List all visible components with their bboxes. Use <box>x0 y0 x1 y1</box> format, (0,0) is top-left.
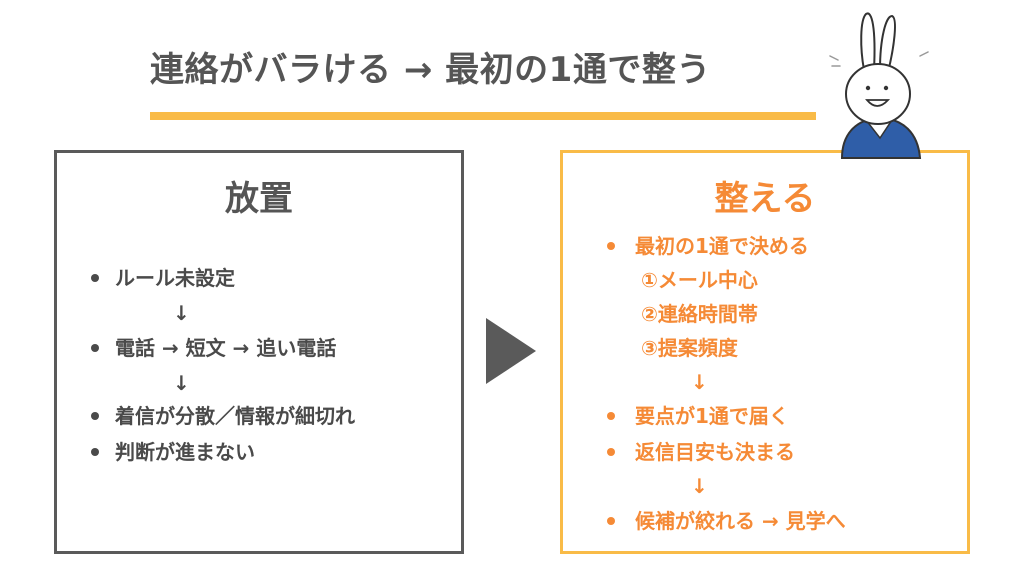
bullet-dot <box>91 274 99 282</box>
left-item-scattered: 着信が分散／情報が細切れ <box>115 404 355 428</box>
bullet-dot <box>91 412 99 420</box>
bullet-dot <box>607 242 615 250</box>
rabbit-mascot-icon <box>829 12 929 159</box>
right-item-first-message: 最初の1通で決める <box>635 234 809 258</box>
bullet-dot <box>607 448 615 456</box>
organize-box: 整える 最初の1通で決める ①メール中心 ②連絡時間帯 ③提案頻度 ↓ 要点が1… <box>560 150 970 554</box>
bullet-dot <box>607 517 615 525</box>
right-item-reply-guide: 返信目安も決まる <box>635 440 795 464</box>
left-item-no-decision: 判断が進まない <box>115 440 255 464</box>
left-item-no-rules: ルール未設定 <box>115 266 235 290</box>
down-arrow: ↓ <box>691 474 708 498</box>
right-subitem-frequency: ③提案頻度 <box>641 336 738 360</box>
organize-heading: 整える <box>714 179 816 219</box>
neglect-heading: 放置 <box>225 179 293 219</box>
right-item-visit: 候補が絞れる → 見学へ <box>635 509 846 533</box>
down-arrow: ↓ <box>691 370 708 394</box>
down-arrow: ↓ <box>173 301 190 325</box>
bullet-dot <box>91 448 99 456</box>
bullet-dot <box>91 344 99 352</box>
right-item-key-points: 要点が1通で届く <box>635 404 789 428</box>
page-title: 連絡がバラける → 最初の1通で整う <box>150 50 711 90</box>
right-subitem-time: ②連絡時間帯 <box>641 302 758 326</box>
down-arrow: ↓ <box>173 371 190 395</box>
left-item-calls: 電話 → 短文 → 追い電話 <box>115 336 337 360</box>
title-underline <box>150 112 816 120</box>
neglect-box: 放置 ルール未設定 ↓ 電話 → 短文 → 追い電話 ↓ 着信が分散／情報が細切… <box>54 150 464 554</box>
right-subitem-email: ①メール中心 <box>641 268 758 292</box>
bullet-dot <box>607 412 615 420</box>
play-arrow-icon <box>486 318 536 384</box>
